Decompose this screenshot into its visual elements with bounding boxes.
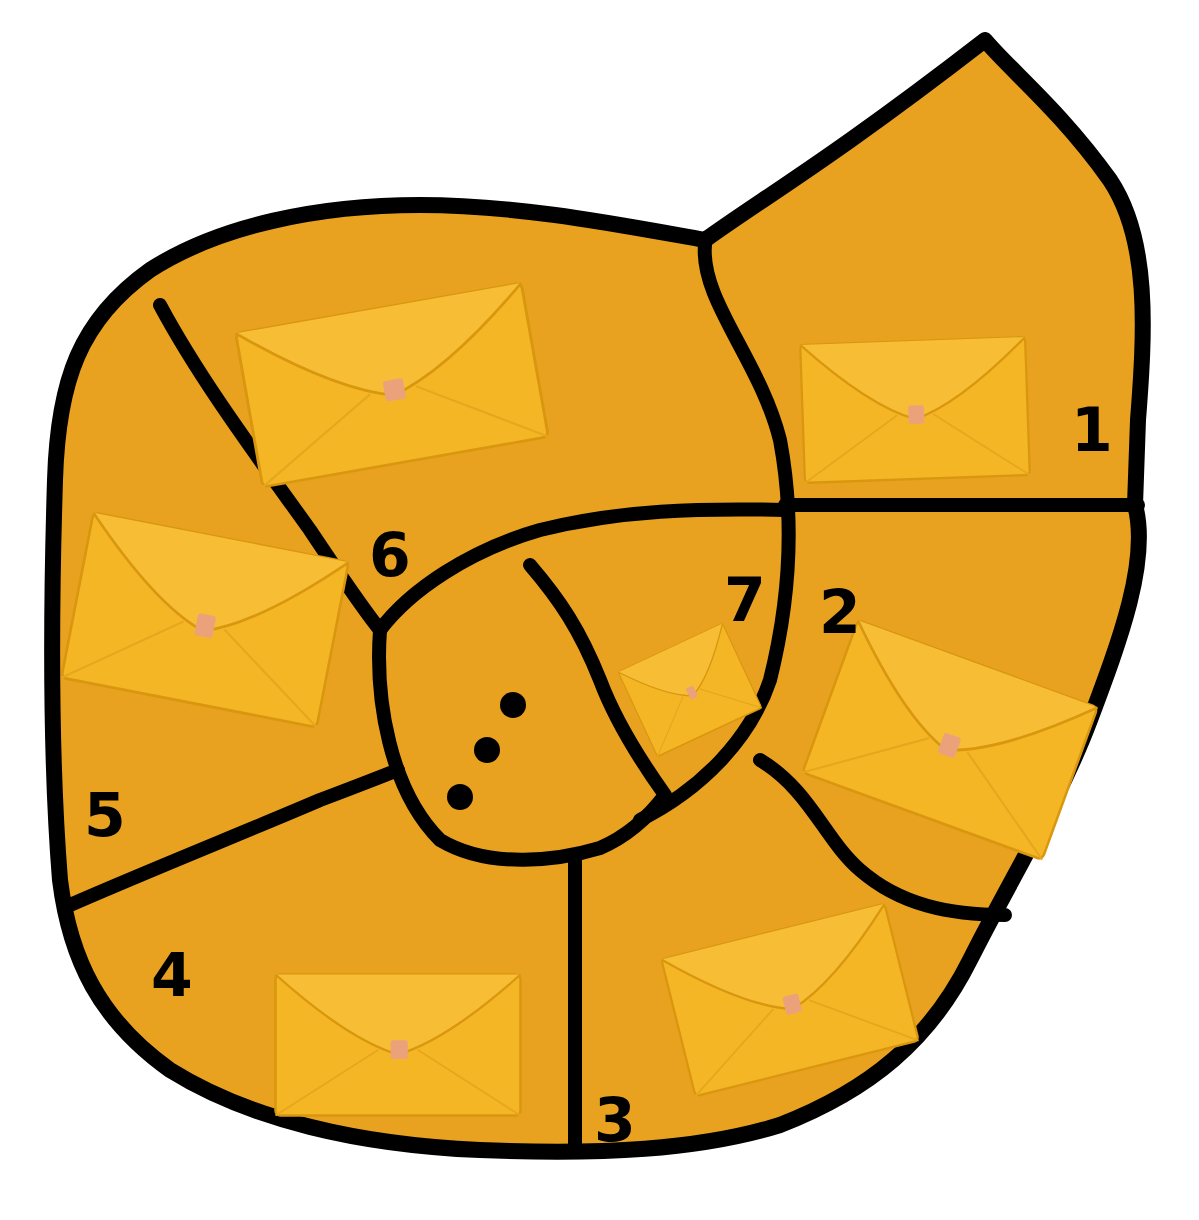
chamber-number: 7: [724, 570, 766, 630]
chamber-number: 5: [84, 785, 126, 845]
chamber-number: 3: [594, 1090, 636, 1150]
chamber-number: 4: [151, 945, 193, 1005]
ellipsis-dots: [447, 692, 526, 810]
chamber-number: 2: [819, 582, 861, 642]
chamber-number: 6: [369, 525, 411, 585]
chamber-number: 1: [1071, 400, 1113, 460]
shell-outline: [52, 40, 1143, 1152]
